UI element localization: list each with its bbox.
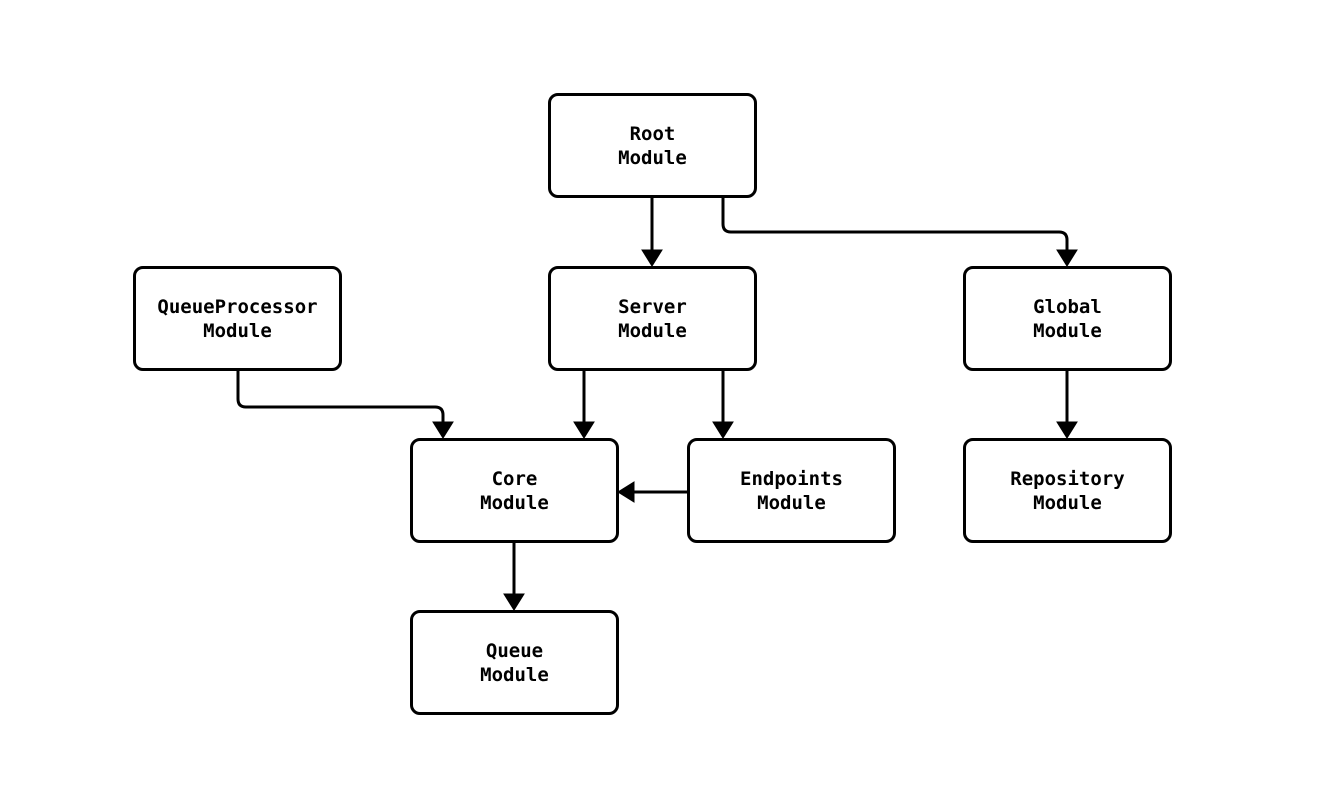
node-core-module: Core Module xyxy=(410,438,619,543)
arrowhead-server-to-core xyxy=(573,421,595,439)
node-queue-module-label: Queue Module xyxy=(480,639,549,686)
arrowhead-queueprocessor-to-core xyxy=(432,421,454,439)
node-global-module-label: Global Module xyxy=(1033,295,1102,342)
arrowhead-server-to-endpoints xyxy=(712,421,734,439)
node-root-module: Root Module xyxy=(548,93,757,198)
arrowhead-endpoints-to-core xyxy=(617,481,635,503)
arrowhead-root-to-global xyxy=(1056,249,1078,267)
arrowhead-core-to-queue xyxy=(503,593,525,611)
node-repository-module-label: Repository Module xyxy=(1010,467,1125,514)
node-global-module: Global Module xyxy=(963,266,1172,371)
arrowhead-root-to-server xyxy=(641,249,663,267)
node-queueprocessor-module: QueueProcessor Module xyxy=(133,266,342,371)
node-root-module-label: Root Module xyxy=(618,122,687,169)
node-endpoints-module-label: Endpoints Module xyxy=(740,467,843,514)
node-repository-module: Repository Module xyxy=(963,438,1172,543)
node-endpoints-module: Endpoints Module xyxy=(687,438,896,543)
node-queue-module: Queue Module xyxy=(410,610,619,715)
arrowhead-global-to-repository xyxy=(1056,421,1078,439)
node-core-module-label: Core Module xyxy=(480,467,549,514)
node-server-module-label: Server Module xyxy=(618,295,687,342)
edge-root-to-global xyxy=(721,198,1069,251)
node-server-module: Server Module xyxy=(548,266,757,371)
edge-queueprocessor-to-core xyxy=(236,371,445,423)
node-queueprocessor-module-label: QueueProcessor Module xyxy=(157,295,318,342)
